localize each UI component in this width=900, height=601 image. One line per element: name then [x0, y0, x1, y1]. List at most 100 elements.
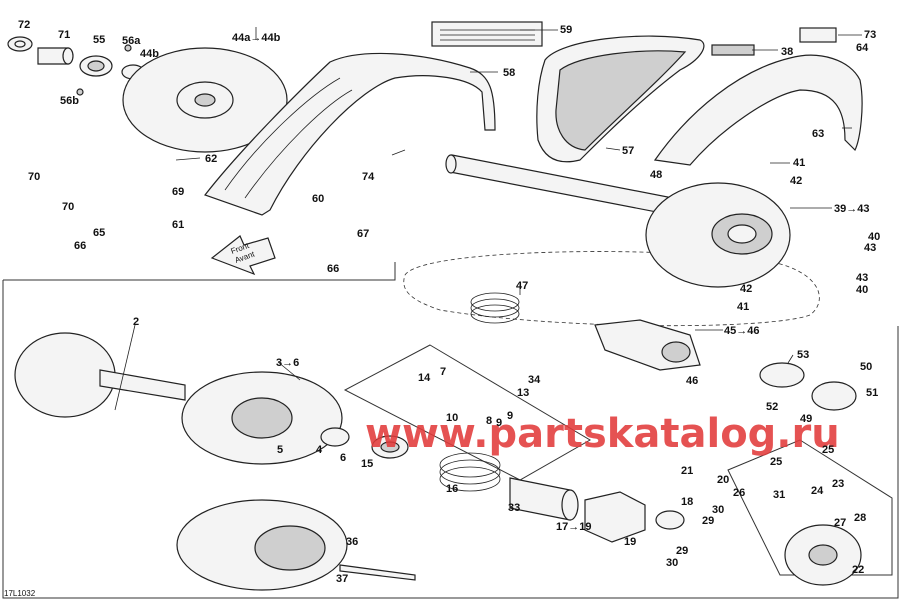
callout-29a: 29 [702, 515, 714, 527]
callout-21: 21 [681, 465, 693, 477]
leader-lines [114, 27, 862, 411]
clip-56a [124, 44, 132, 52]
spring-16 [439, 452, 501, 492]
callout-50: 50 [860, 361, 872, 373]
callout-19: 19 [624, 536, 636, 548]
callout-73: 73 [864, 29, 876, 41]
callout-58: 58 [503, 67, 515, 79]
callout-45-46: 45→46 [724, 325, 759, 337]
clip-56b [76, 88, 84, 96]
callout-5: 5 [277, 444, 283, 456]
callout-2: 2 [133, 316, 139, 328]
washer-72-inner [14, 40, 26, 48]
bushing-18 [655, 510, 685, 530]
bolt-37 [339, 564, 416, 581]
callout-69: 69 [172, 186, 184, 198]
callout-30a: 30 [712, 504, 724, 516]
front-arrow [210, 235, 276, 276]
spring-47 [470, 292, 520, 324]
sheave-39-bore [727, 224, 757, 244]
callout-25b: 25 [822, 444, 834, 456]
callout-70a: 70 [28, 171, 40, 183]
washer-53 [759, 362, 805, 388]
bearing-55-inner [87, 60, 105, 72]
callout-60: 60 [312, 193, 324, 205]
drive-shaft-end [445, 154, 457, 174]
callout-38: 38 [781, 46, 793, 58]
callout-43b: 43 [856, 272, 868, 284]
belt-guard-58 [204, 52, 496, 216]
label-38 [711, 44, 755, 56]
callout-28: 28 [854, 512, 866, 524]
belt-cover-38 [653, 54, 863, 166]
callout-49: 49 [800, 413, 812, 425]
callout-53: 53 [797, 349, 809, 361]
belt-guard-58-rib [224, 77, 341, 191]
callout-20: 20 [717, 474, 729, 486]
callout-4: 4 [316, 444, 323, 456]
callout-44a-44b: 44a→44b [232, 32, 281, 44]
movable-sheave-3-hub [231, 397, 293, 439]
lower-section-frame [2, 262, 899, 599]
callout-15: 15 [361, 458, 373, 470]
seal-15-inner [380, 441, 400, 453]
callout-42a: 42 [790, 175, 802, 187]
callout-55: 55 [93, 34, 105, 46]
bushing-71-end [62, 47, 74, 65]
callout-46: 46 [686, 375, 698, 387]
callout-42b: 42 [740, 283, 752, 295]
belt-guard-58-rib2 [244, 89, 353, 199]
callout-8: 8 [486, 415, 492, 427]
callout-31: 31 [773, 489, 785, 501]
callout-9a: 9 [507, 410, 513, 422]
callout-33: 33 [508, 502, 520, 514]
callout-43a: 43 [864, 242, 876, 254]
callout-6: 6 [340, 452, 346, 464]
callout-41b: 41 [737, 301, 749, 313]
callout-14: 14 [418, 372, 431, 384]
callout-63: 63 [812, 128, 824, 140]
callout-10: 10 [446, 412, 458, 424]
callout-71: 71 [58, 29, 70, 41]
drive-pulley-assembly-hub [254, 525, 326, 571]
driven-pulley-outline [403, 251, 820, 327]
callout-17-19: 17→19 [556, 521, 591, 533]
callout-30b: 30 [666, 557, 678, 569]
callout-36: 36 [346, 536, 358, 548]
callout-56b: 56b [60, 95, 79, 107]
ring-4 [320, 427, 350, 447]
callout-67: 67 [357, 228, 369, 240]
callout-47: 47 [516, 280, 528, 292]
callout-61: 61 [172, 219, 184, 231]
reference-code: 17L1032 [4, 589, 36, 598]
callout-27: 27 [834, 517, 846, 529]
callout-29b: 29 [676, 545, 688, 557]
callout-7: 7 [440, 366, 446, 378]
callout-3-6: 3→6 [276, 357, 299, 369]
spider-17 [584, 491, 646, 543]
callout-62: 62 [205, 153, 217, 165]
callout-64: 64 [856, 42, 869, 54]
callout-26: 26 [733, 487, 745, 499]
warning-label-59-lines [440, 29, 535, 41]
callout-numbers: 72 71 55 56a 44b 56b 44a→44b 59 73 38 64… [18, 19, 880, 585]
label-73 [799, 27, 837, 43]
callout-34: 34 [528, 374, 541, 386]
callout-13: 13 [517, 387, 529, 399]
cam-45-bore [661, 341, 691, 363]
callout-41a: 41 [793, 157, 805, 169]
callout-40b: 40 [856, 284, 868, 296]
cover-33-end [561, 489, 579, 521]
drive-belt-57-inner [555, 50, 687, 151]
callout-59: 59 [560, 24, 572, 36]
callout-48: 48 [650, 169, 662, 181]
callout-24: 24 [811, 485, 824, 497]
callout-39-43: 39→43 [834, 203, 869, 215]
callout-37: 37 [336, 573, 348, 585]
callout-56a: 56a [122, 35, 141, 47]
cap-49 [811, 381, 857, 411]
callout-9b: 9 [496, 417, 502, 429]
callout-44b: 44b [140, 48, 159, 60]
callout-25a: 25 [770, 456, 782, 468]
